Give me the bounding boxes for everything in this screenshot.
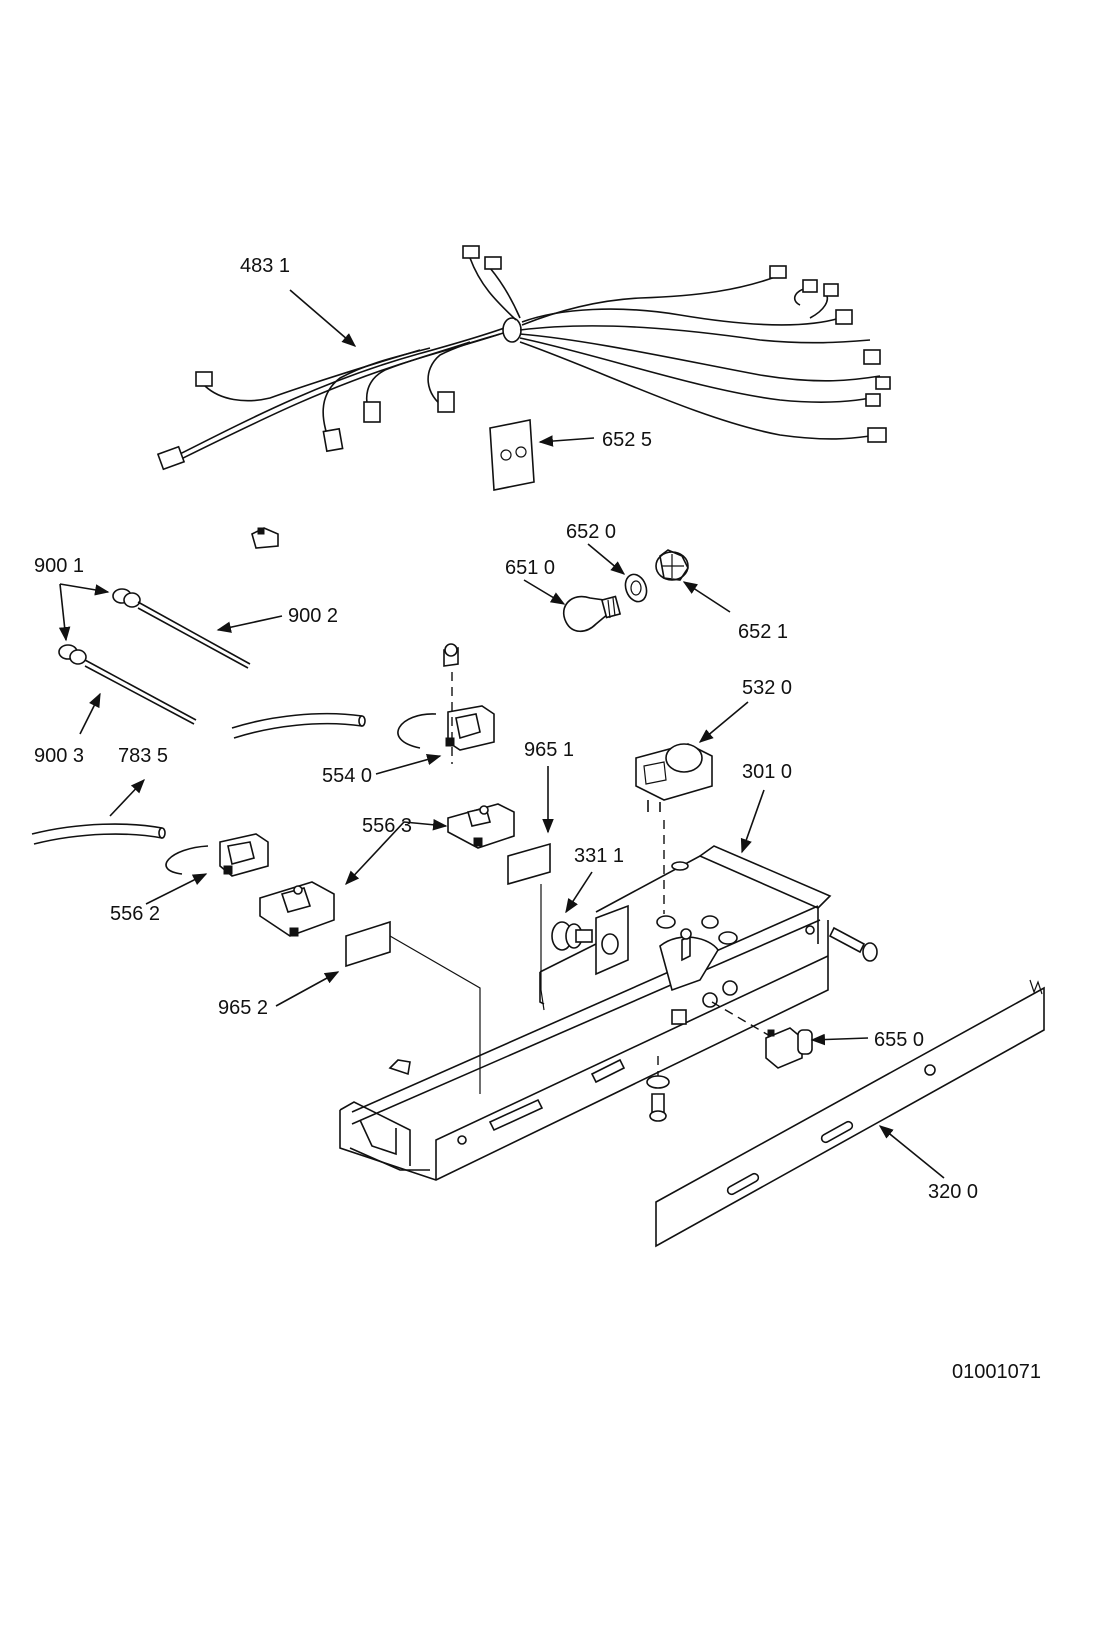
label-6525: 652 5 (602, 429, 652, 451)
switch-5540 (397, 643, 495, 764)
lamp-housing (655, 549, 689, 581)
drain-tube (31, 712, 366, 845)
label-3200: 320 0 (928, 1181, 978, 1203)
label-9003: 900 3 (34, 745, 84, 767)
label-9651 (507, 842, 551, 886)
screw-bottom (646, 1056, 670, 1122)
label-5562: 556 2 (110, 903, 160, 925)
label-6521: 652 1 (738, 621, 788, 643)
label-6510: 651 0 (505, 557, 555, 579)
label-9002: 900 2 (288, 605, 338, 627)
label-9651: 965 1 (524, 739, 574, 761)
defrost-timer (635, 743, 713, 812)
label-3311: 331 1 (574, 845, 624, 867)
switch-5563-upper (447, 803, 515, 849)
label-9652 (345, 920, 391, 968)
door-switch (711, 1001, 813, 1069)
switch-5563-lower (259, 881, 335, 937)
drawing-number: 01001071 (952, 1361, 1041, 1383)
label-4831: 483 1 (240, 255, 290, 277)
plate-6525 (489, 419, 535, 491)
label-9652: 965 2 (218, 997, 268, 1019)
screw-right (828, 926, 878, 962)
switch-5562 (165, 833, 269, 877)
label-5320: 532 0 (742, 677, 792, 699)
label-7835: 783 5 (118, 745, 168, 767)
lamp-bulb (563, 595, 622, 633)
leader-lines (58, 289, 945, 1179)
clip (251, 527, 279, 549)
control-housing (339, 845, 832, 1181)
cover-strip (655, 979, 1045, 1248)
label-5540: 554 0 (322, 765, 372, 787)
label-9001: 900 1 (34, 555, 84, 577)
label-6520: 652 0 (566, 521, 616, 543)
label-6550: 655 0 (874, 1029, 924, 1051)
plunger-3311 (551, 921, 593, 951)
lamp-socket (624, 573, 648, 603)
label-5563: 556 3 (362, 815, 412, 837)
capillary-tubes (58, 588, 251, 725)
callout-labels: 483 1 652 5 652 0 651 0 652 1 900 1 900 … (34, 255, 1041, 1383)
wire-harness (156, 245, 891, 471)
label-3010: 301 0 (742, 761, 792, 783)
